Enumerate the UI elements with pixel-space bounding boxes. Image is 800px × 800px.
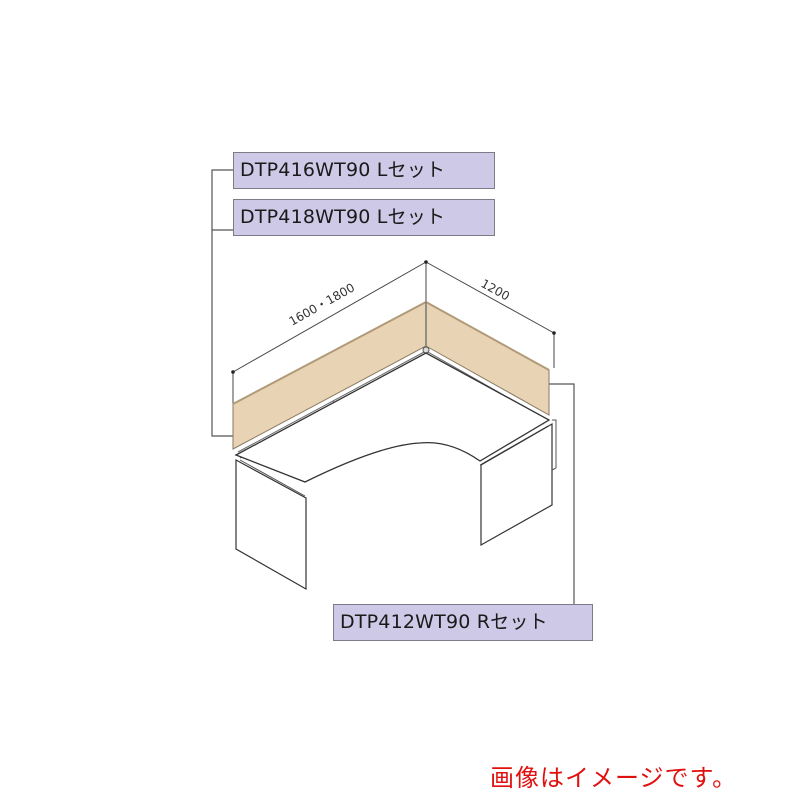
desk-top [234, 352, 551, 483]
image-disclaimer-note: 画像はイメージです。 [490, 764, 738, 792]
leader-line-right [545, 383, 575, 604]
label-set-dtp418: DTP418WT90 Lセット [233, 199, 495, 236]
leader-line-left [211, 169, 240, 437]
label-set-dtp416: DTP416WT90 Lセット [233, 152, 495, 189]
dimension-lines [232, 261, 555, 404]
desk-leg-left [235, 458, 307, 591]
desk-leg-right [480, 422, 553, 547]
dimension-right: 1200 [479, 276, 513, 303]
label-set-dtp412: DTP412WT90 Rセット [333, 604, 593, 641]
